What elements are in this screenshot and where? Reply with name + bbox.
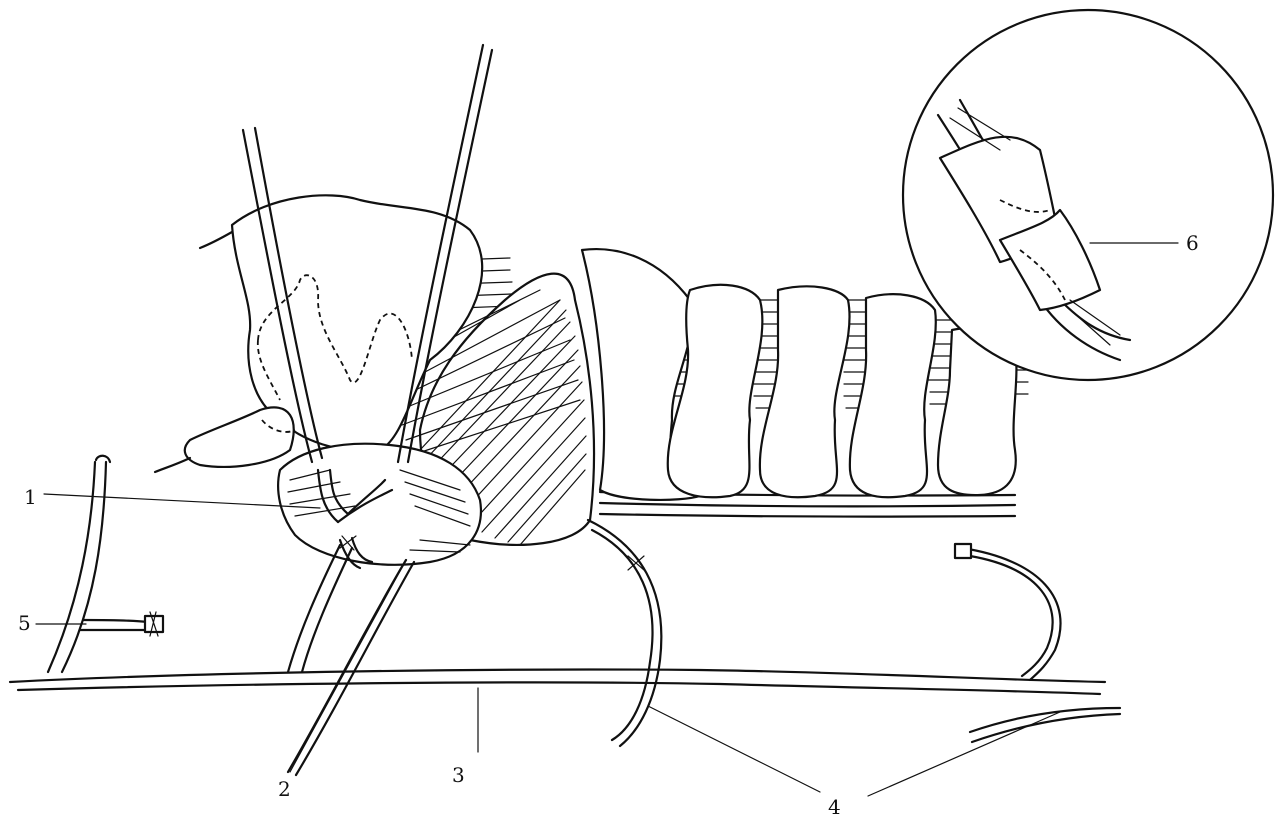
- magnified-inset: [903, 10, 1273, 380]
- label-2: 2: [278, 777, 291, 801]
- label-3: 3: [452, 763, 465, 787]
- label-1: 1: [24, 485, 37, 509]
- label-4: 4: [828, 795, 841, 817]
- label-6: 6: [1186, 231, 1199, 255]
- label-5: 5: [18, 611, 31, 635]
- main-vessel: [10, 670, 1105, 695]
